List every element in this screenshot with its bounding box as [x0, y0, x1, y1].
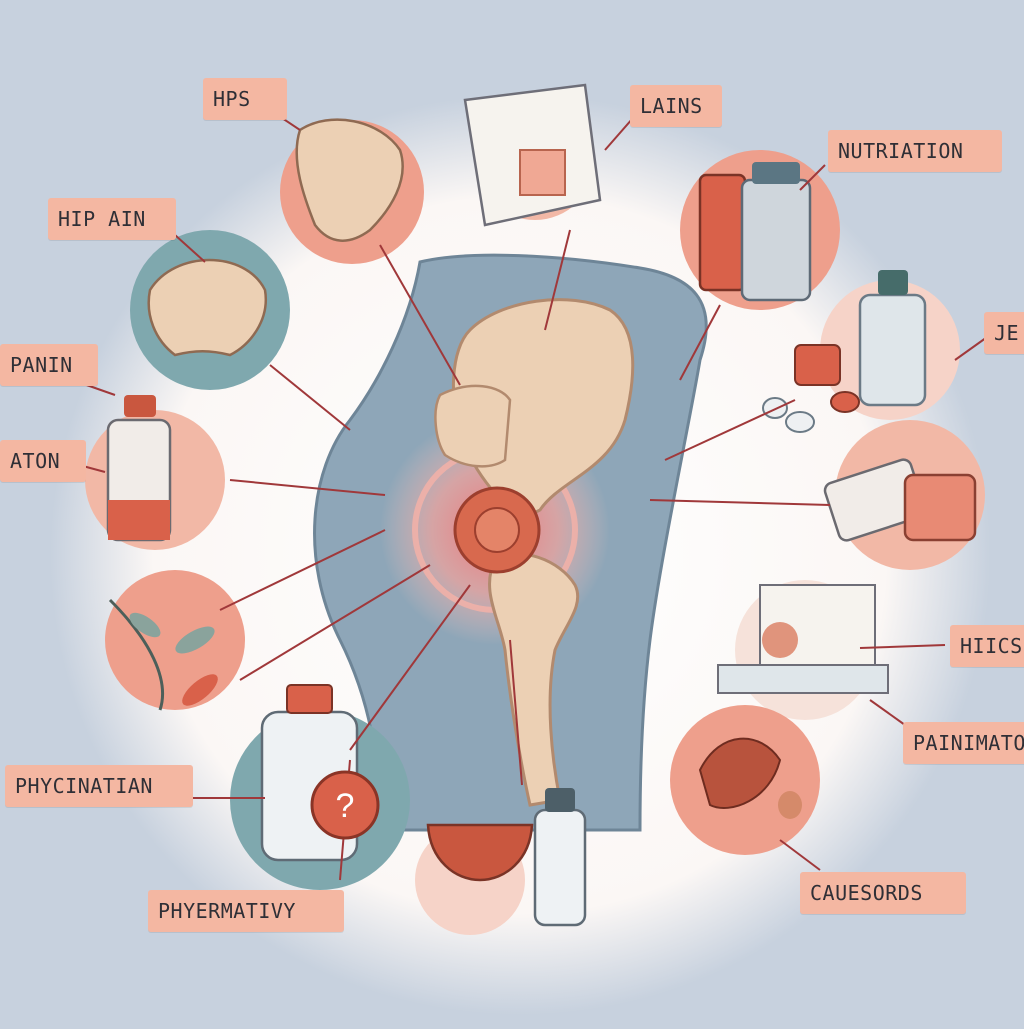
label-hps: HPS: [203, 78, 287, 120]
label-panin: PANIN: [0, 344, 98, 386]
label-nutriation: NUTRIATION: [828, 130, 1002, 172]
label-je: JE: [984, 312, 1024, 354]
label-lains: LAINS: [630, 85, 722, 127]
femur-bone: [488, 552, 580, 807]
question-mark-icon: [310, 770, 380, 840]
herb-vignette: [105, 570, 245, 710]
label-painimato: PAINIMATO: [903, 722, 1024, 764]
label-cauesords: CAUESORDS: [800, 872, 966, 914]
question-mark-glyph: ?: [336, 787, 355, 825]
label-aton: ATON: [0, 440, 86, 482]
label-phycinatian: PHYCINATIAN: [5, 765, 193, 807]
label-phyermativy: PHYERMATIVY: [148, 890, 344, 932]
hand: [434, 384, 512, 468]
label-hip-ain: HIP AIN: [48, 198, 176, 240]
label-hiics: HIICS: [950, 625, 1024, 667]
